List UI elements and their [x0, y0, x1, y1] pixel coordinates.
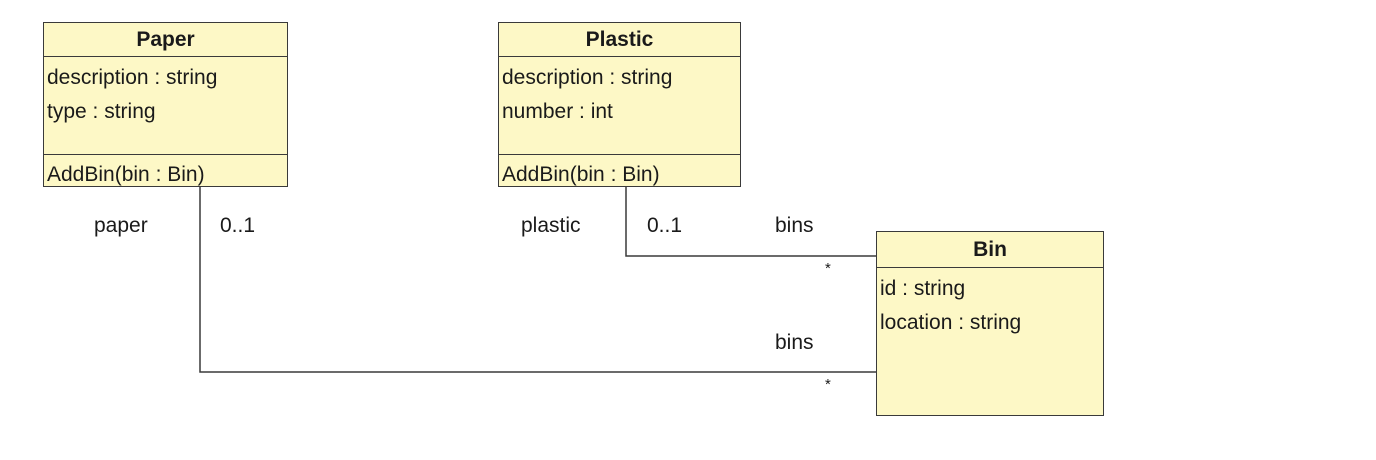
multiplicity-label-plastic: 0..1: [647, 214, 683, 237]
attribute: number : int: [502, 100, 613, 123]
class-bin[interactable]: Bin id : string location : string: [876, 231, 1104, 416]
attributes-compartment: id : string location : string: [877, 268, 1103, 346]
attributes-compartment: description : string number : int: [499, 57, 740, 155]
multiplicity-star-paper: *: [825, 376, 831, 393]
attribute: description : string: [47, 66, 218, 89]
multiplicity-star-plastic: *: [825, 260, 831, 277]
attribute: type : string: [47, 100, 156, 123]
role-label-plastic: plastic: [521, 214, 581, 237]
operation: AddBin(bin : Bin): [47, 163, 205, 186]
role-label-paper: paper: [94, 214, 148, 237]
multiplicity-label-paper: 0..1: [220, 214, 256, 237]
attribute: description : string: [502, 66, 673, 89]
attribute: location : string: [880, 311, 1022, 334]
operation: AddBin(bin : Bin): [502, 163, 660, 186]
operations-compartment: AddBin(bin : Bin): [44, 155, 287, 198]
class-name: Bin: [877, 232, 1103, 268]
association-paper-bin-line[interactable]: [199, 187, 877, 373]
operations-compartment: AddBin(bin : Bin): [499, 155, 740, 198]
role-label-bins-plastic: bins: [775, 214, 814, 237]
class-name: Paper: [44, 23, 287, 57]
attributes-compartment: description : string type : string: [44, 57, 287, 155]
class-plastic[interactable]: Plastic description : string number : in…: [498, 22, 741, 187]
class-name: Plastic: [499, 23, 740, 57]
class-paper[interactable]: Paper description : string type : string…: [43, 22, 288, 187]
role-label-bins-paper: bins: [775, 331, 814, 354]
association-plastic-bin-line[interactable]: [625, 187, 877, 257]
attribute: id : string: [880, 277, 966, 300]
